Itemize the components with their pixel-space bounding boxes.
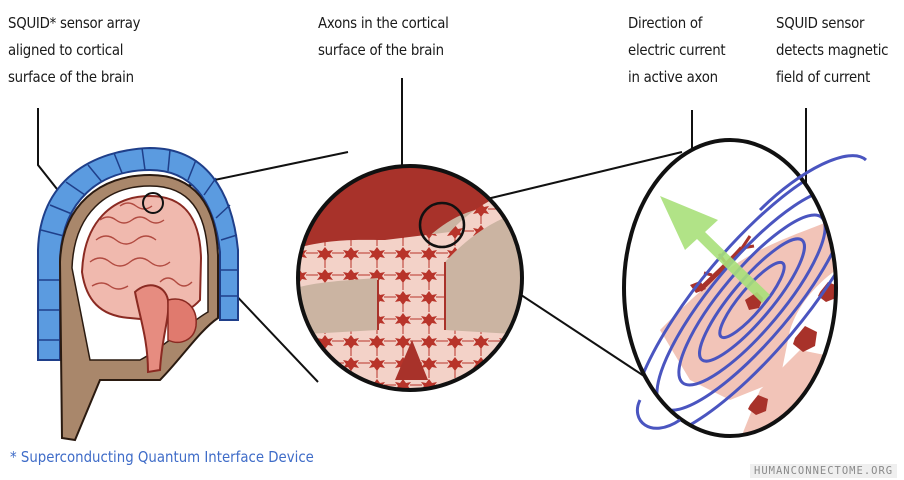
head-with-sensor-array (38, 148, 238, 440)
watermark-logo: HUMANCONNECTOME.ORG (750, 464, 897, 478)
cortex-cross-section (290, 160, 530, 400)
footnote-squid-definition: * Superconducting Quantum Interface Devi… (10, 448, 314, 466)
axon-magnetic-field (600, 133, 904, 468)
